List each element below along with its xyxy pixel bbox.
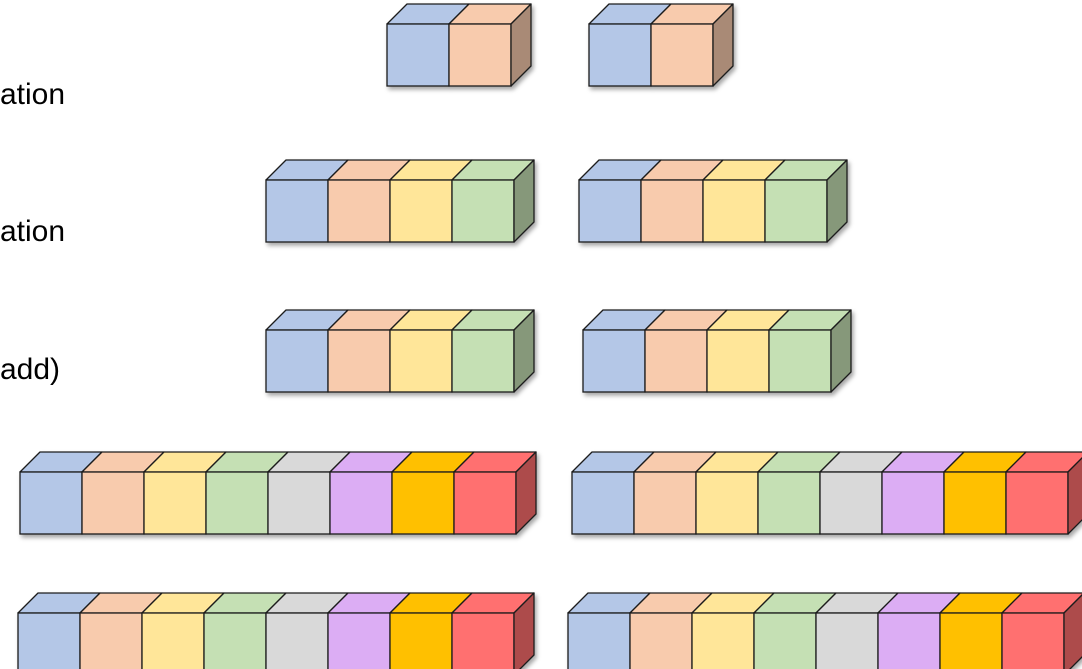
- cube-green: [452, 310, 534, 392]
- cube-red: [1006, 452, 1082, 534]
- cube-green: [452, 160, 534, 242]
- cube-strip: [568, 593, 1082, 669]
- cube-strip: [589, 4, 733, 86]
- cube-peach: [651, 4, 733, 86]
- cube-strip: [579, 160, 847, 242]
- cube-strip: [387, 4, 531, 86]
- cube-strip: [583, 310, 851, 392]
- cube-strip: [18, 593, 534, 669]
- cube-green: [769, 310, 851, 392]
- cube-strip: [266, 160, 534, 242]
- cube-strip: [266, 310, 534, 392]
- cube-red: [1002, 593, 1082, 669]
- cube-red: [452, 593, 534, 669]
- cube-green: [765, 160, 847, 242]
- cube-strip: [572, 452, 1082, 534]
- cube-strip: [20, 452, 536, 534]
- cube-red: [454, 452, 536, 534]
- cube-peach: [449, 4, 531, 86]
